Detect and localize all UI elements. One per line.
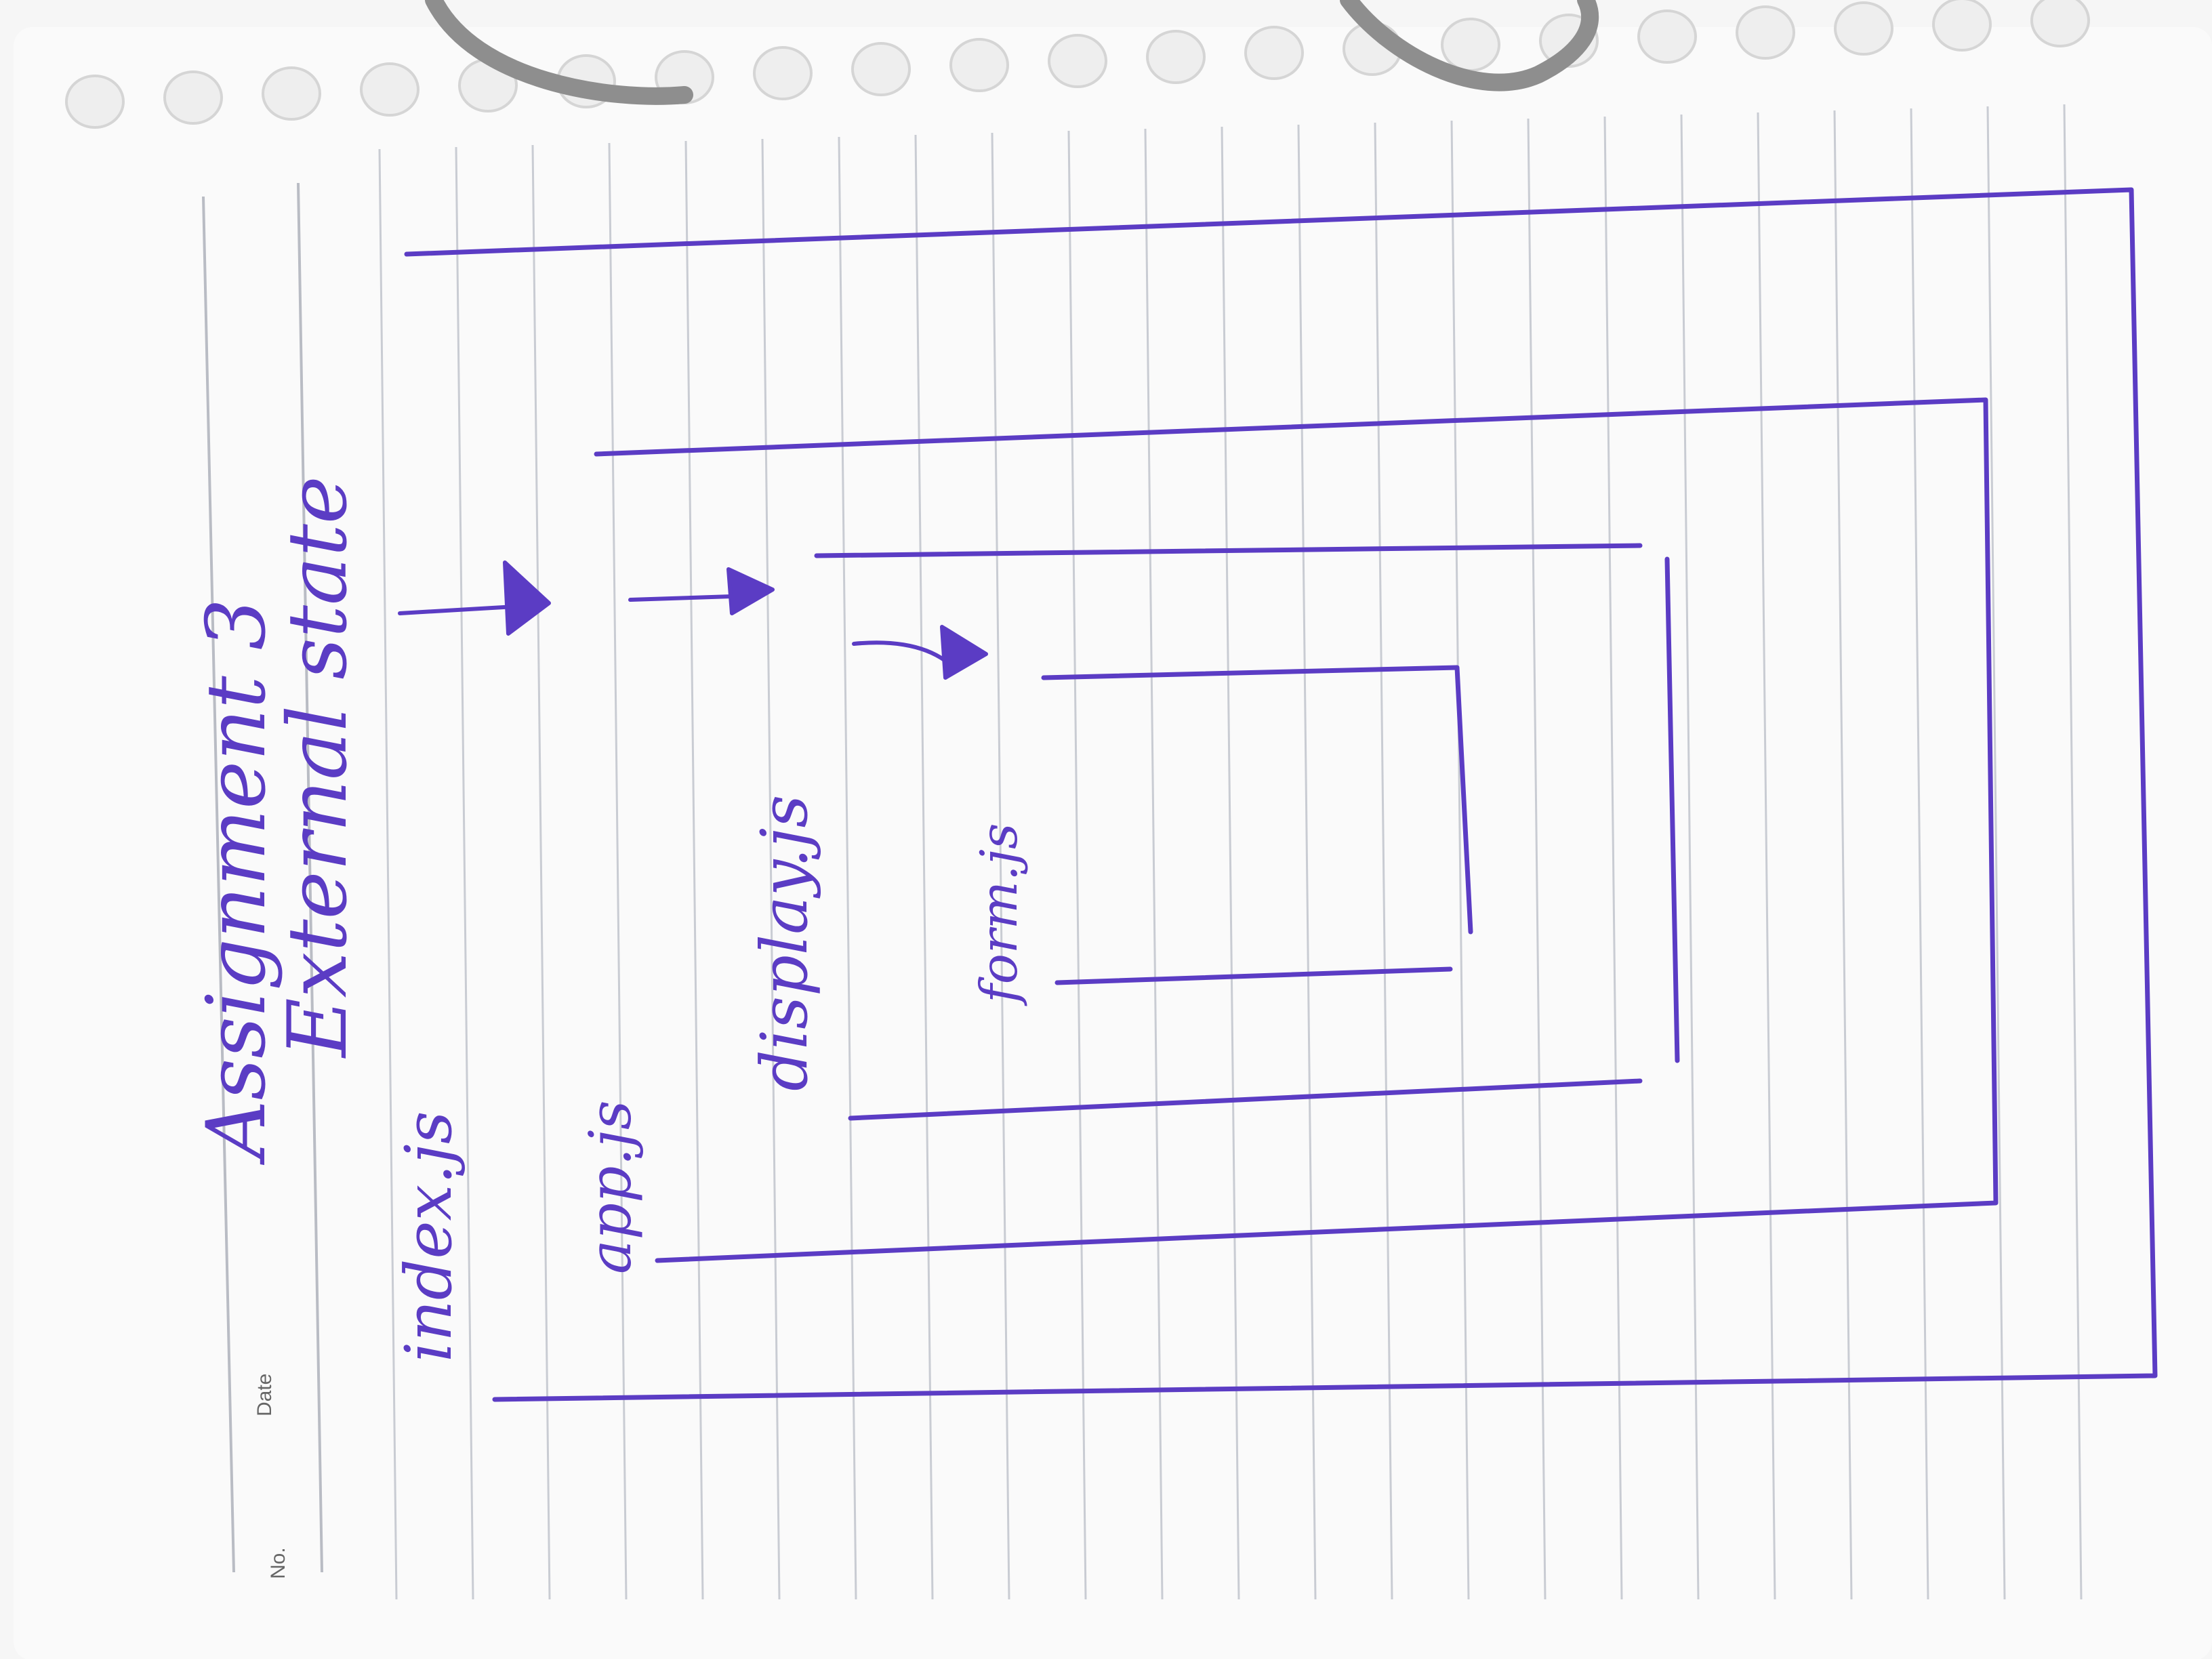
ruled-line: [1144, 128, 1164, 1600]
punch-hole: [163, 70, 223, 125]
ruled-line: [761, 138, 781, 1600]
ruled-line: [1680, 114, 1700, 1600]
diagram-title: Assignment 3: [190, 598, 284, 1166]
ruled-line: [684, 140, 704, 1600]
ruled-line: [1527, 118, 1547, 1600]
header-label-date: Date: [253, 1374, 276, 1416]
ruled-line: [1603, 116, 1623, 1600]
punch-hole: [1637, 9, 1697, 64]
box-label-index: index.js: [392, 1111, 466, 1362]
arrow-display-to-form: [852, 625, 988, 680]
ruled-line: [1833, 110, 1853, 1600]
ruled-line: [1067, 130, 1087, 1600]
arrow-shaft: [852, 640, 947, 663]
ruled-line: [531, 144, 551, 1600]
ruled-line: [1221, 126, 1240, 1600]
punch-hole: [753, 46, 813, 100]
punch-hole: [262, 66, 321, 121]
punch-hole: [360, 62, 419, 117]
punch-hole: [1244, 26, 1304, 80]
punch-hole: [1441, 18, 1500, 72]
ruled-line: [455, 146, 474, 1600]
box-index: [404, 187, 2158, 1402]
ruled-lines: [378, 104, 2083, 1600]
ruled-line: [991, 132, 1010, 1600]
header-label-no: No.: [267, 1547, 289, 1579]
arrow-head-icon: [503, 560, 551, 636]
ruled-line: [1297, 124, 1317, 1600]
ruled-line: [1986, 106, 2006, 1600]
punch-hole: [1834, 1, 1893, 56]
arrow-shaft: [398, 605, 517, 615]
binder-ring-left-icon: [425, 0, 693, 105]
punch-hole: [2030, 0, 2090, 47]
ruled-line: [914, 134, 934, 1600]
arrow-head-icon: [940, 625, 988, 680]
ruled-line: [608, 142, 628, 1600]
paper-sheet: [14, 27, 2212, 1659]
arrow-head-icon: [726, 567, 775, 615]
binder-ring-right-icon: [1340, 0, 1599, 91]
header-line-right: [297, 182, 323, 1573]
header-line-left: [202, 196, 235, 1573]
punch-hole: [1048, 34, 1107, 88]
ruled-line: [1910, 108, 1929, 1600]
punch-hole: [851, 42, 911, 96]
ruled-line: [1757, 112, 1776, 1600]
diagram-subtitle: External state: [271, 476, 365, 1059]
ruled-line: [378, 148, 398, 1600]
box-label-app: app.js: [577, 1101, 644, 1275]
punch-hole: [65, 75, 125, 129]
box-label-form: form.js: [969, 823, 1029, 1006]
punch-hole: [1932, 0, 1992, 52]
header-lines: [202, 182, 323, 1573]
box-display: [814, 543, 1680, 1121]
ruled-line: [1450, 120, 1470, 1600]
arrow-app-to-display: [628, 567, 775, 615]
ruled-line: [1374, 122, 1393, 1600]
arrow-index-to-app: [398, 560, 551, 636]
punch-hole: [949, 38, 1009, 92]
punch-holes: [65, 0, 2090, 129]
arrow-shaft: [628, 594, 734, 602]
punch-hole: [1146, 30, 1206, 84]
binder-rings: [425, 0, 1599, 105]
punch-hole: [1736, 5, 1795, 60]
box-form: [1041, 665, 1473, 985]
ruled-line: [838, 136, 857, 1600]
box-label-display: display.js: [747, 795, 822, 1091]
box-app: [594, 397, 1999, 1263]
ruled-line: [2063, 104, 2083, 1600]
